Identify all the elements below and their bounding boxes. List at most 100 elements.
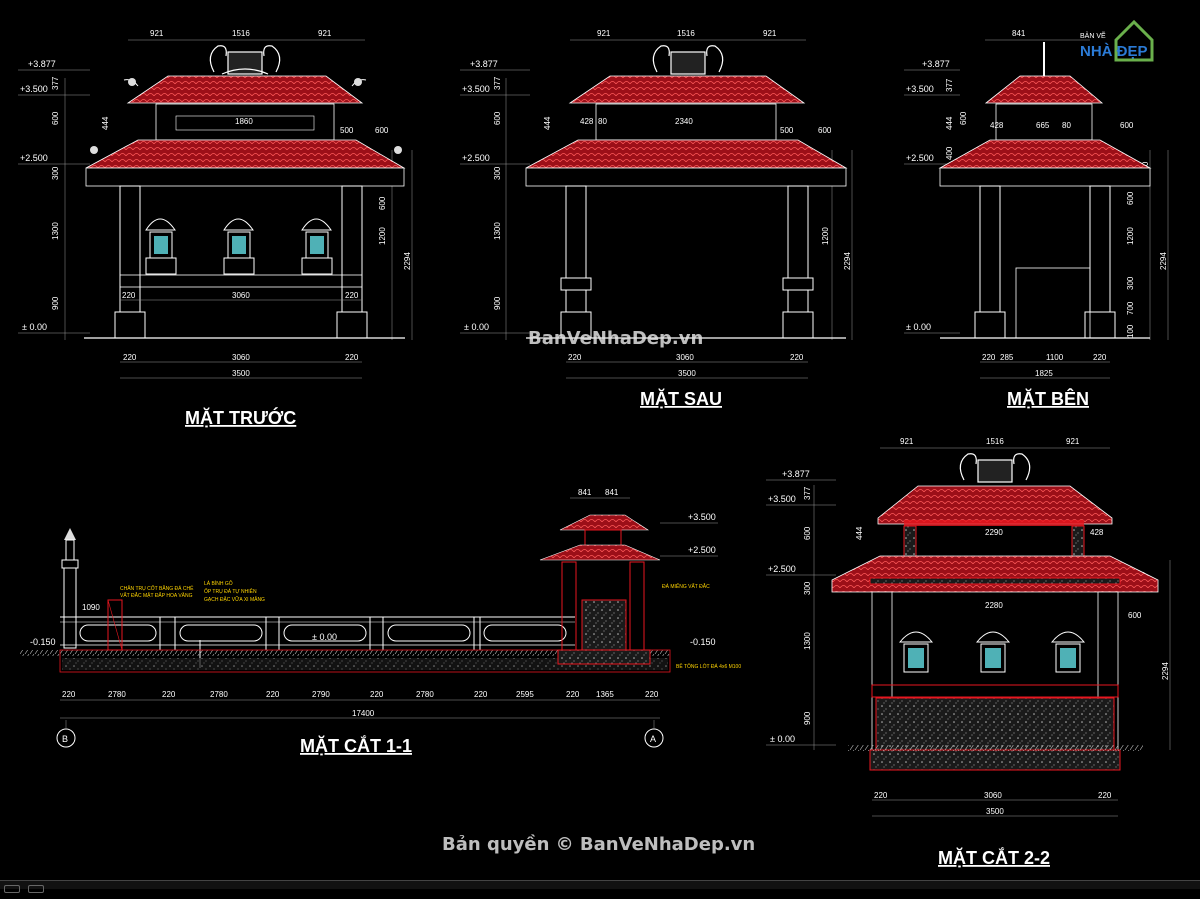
section22-roof-dim-3: 428 xyxy=(1090,528,1104,537)
back-roof-dim-1: 428 xyxy=(580,117,594,126)
section11-gate-upper-roof xyxy=(559,514,650,531)
side-roof-dim-4: 600 xyxy=(1120,121,1134,130)
section11-level-000: ± 0.00 xyxy=(312,632,337,642)
svg-text:1365: 1365 xyxy=(596,690,614,699)
side-left-dim-2: 444 xyxy=(945,116,954,130)
section22-left-dim-3: 600 xyxy=(803,526,812,540)
back-column-left xyxy=(565,185,587,317)
side-roof-dim-2: 665 xyxy=(1036,121,1050,130)
back-right-dim-7: 2294 xyxy=(843,252,852,270)
back-roof-dim-2: 80 xyxy=(598,117,607,126)
section11-segment-dims: 220 2780 220 2780 220 2790 220 2780 220 … xyxy=(62,690,659,699)
side-bottom-dim-3: 1100 xyxy=(1046,353,1064,362)
front-elevation-title: MẶT TRƯỚC xyxy=(185,407,296,428)
section11-note-4: ỐP TRỤ ĐÁ TỰ NHIÊN xyxy=(204,587,257,595)
svg-text:220: 220 xyxy=(474,690,488,699)
back-total-dim: 3500 xyxy=(678,369,696,378)
svg-text:2595: 2595 xyxy=(516,690,534,699)
front-left-dim-1: 377 xyxy=(51,76,60,90)
back-elevation-title: MẶT SAU xyxy=(640,388,722,409)
house-logo-icon xyxy=(1114,19,1154,62)
section11-level-2500: +2.500 xyxy=(688,545,716,555)
section22-lower-roof xyxy=(831,555,1159,593)
status-icon-1 xyxy=(4,885,20,893)
front-right-dim-7: 2294 xyxy=(403,252,412,270)
fence-panel-4 xyxy=(387,624,471,642)
side-level-2500: +2.500 xyxy=(906,153,934,163)
front-roof-dim-2: 500 xyxy=(340,126,354,135)
front-bottom-dim-1: 220 xyxy=(123,353,137,362)
side-level-3877: +3.877 xyxy=(922,59,950,69)
svg-text:2790: 2790 xyxy=(312,690,330,699)
side-column-right xyxy=(1089,185,1111,317)
status-icon-2 xyxy=(28,885,44,893)
back-top-dim-1: 921 xyxy=(597,29,611,38)
front-level-3500: +3.500 xyxy=(20,84,48,94)
axis-marker-a-icon: A xyxy=(644,728,664,748)
side-left-dim-3: 600 xyxy=(959,111,968,125)
back-left-dim-3: 600 xyxy=(493,111,502,125)
side-bottom-dim-1: 220 xyxy=(982,353,996,362)
section22-top-dim-2: 1516 xyxy=(986,437,1004,446)
back-left-dim-6: 1300 xyxy=(493,222,502,240)
back-top-dim-3: 921 xyxy=(763,29,777,38)
svg-text:220: 220 xyxy=(266,690,280,699)
section11-note-5: GẠCH ĐẶC VỮA XI MĂNG xyxy=(204,596,265,603)
front-level-000: ± 0.00 xyxy=(22,322,47,332)
back-column-right xyxy=(787,185,809,317)
front-span-dim-2: 3060 xyxy=(232,291,250,300)
side-right-dim-7: 2294 xyxy=(1159,252,1168,270)
lamp-post-icon xyxy=(61,528,79,649)
side-right-dim-3: 1200 xyxy=(1126,227,1135,245)
section22-roof-dim-2: 2280 xyxy=(985,601,1003,610)
side-top-dim-1: 841 xyxy=(1012,29,1026,38)
back-roof-dim-5: 600 xyxy=(818,126,832,135)
front-span-dim-1: 220 xyxy=(122,291,136,300)
front-right-dim-2: 600 xyxy=(378,196,387,210)
section22-level-000: ± 0.00 xyxy=(770,734,795,744)
section11-level-3500: +3.500 xyxy=(688,512,716,522)
logo-line-2: NHÀ ĐẸP xyxy=(1080,43,1148,60)
back-roof-dim-4: 500 xyxy=(780,126,794,135)
side-lower-roof xyxy=(938,139,1152,169)
side-upper-roof xyxy=(984,75,1104,104)
section11-total-dim: 17400 xyxy=(352,709,375,718)
back-elevation: 921 1516 921 +3.877 +3.500 +2.500 ± 0.00… xyxy=(460,29,853,409)
section22-top-dim-3: 921 xyxy=(1066,437,1080,446)
svg-text:2780: 2780 xyxy=(210,690,228,699)
svg-text:220: 220 xyxy=(645,690,659,699)
section22-bottom-dim-1: 220 xyxy=(874,791,888,800)
section22-upper-roof xyxy=(877,485,1113,525)
side-roof-dim-1: 428 xyxy=(990,121,1004,130)
side-right-dim-4: 300 xyxy=(1126,276,1135,290)
section22-crest-ornament-icon xyxy=(959,453,1031,483)
side-level-3500: +3.500 xyxy=(906,84,934,94)
section22-left-dim-2: 444 xyxy=(855,526,864,540)
front-elevation: 921 1516 921 +3.877 +3.500 +2.500 ± 0.00… xyxy=(18,29,413,428)
svg-text:220: 220 xyxy=(566,690,580,699)
side-elevation: 841 +3.877 +3.500 +2.500 ± 0.00 377 444 … xyxy=(904,29,1169,409)
back-left-dim-2: 444 xyxy=(543,116,552,130)
section11-title: MẶT CẮT 1-1 xyxy=(300,735,412,756)
section11-top-dim-2: 841 xyxy=(605,488,619,497)
side-level-000: ± 0.00 xyxy=(906,322,931,332)
front-shrine-2-icon xyxy=(223,218,255,275)
section11-note-2: VẤT ĐẮC MẶT ĐẮP HOA VĂNG xyxy=(120,591,193,599)
side-right-dim-2: 600 xyxy=(1126,191,1135,205)
back-left-dim-5: 300 xyxy=(493,166,502,180)
section22-bottom-dim-2: 3060 xyxy=(984,791,1002,800)
front-upper-roof-corner-ornament-icon xyxy=(128,78,362,86)
section22-shrine-2-icon xyxy=(975,631,1011,673)
side-right-dim-5: 700 xyxy=(1126,301,1135,315)
back-level-2500: +2.500 xyxy=(462,153,490,163)
side-total-dim: 1825 xyxy=(1035,369,1053,378)
front-shrine-1-icon xyxy=(145,218,177,275)
section22-roof-dim-1: 2290 xyxy=(985,528,1003,537)
section22-right-dim-2: 2294 xyxy=(1161,662,1170,680)
front-left-dim-6: 1300 xyxy=(51,222,60,240)
front-level-2500: +2.500 xyxy=(20,153,48,163)
front-bottom-dim-2: 3060 xyxy=(232,353,250,362)
front-roof-dim-1: 1860 xyxy=(235,117,253,126)
back-upper-roof xyxy=(568,75,806,104)
svg-text:B: B xyxy=(62,734,68,744)
